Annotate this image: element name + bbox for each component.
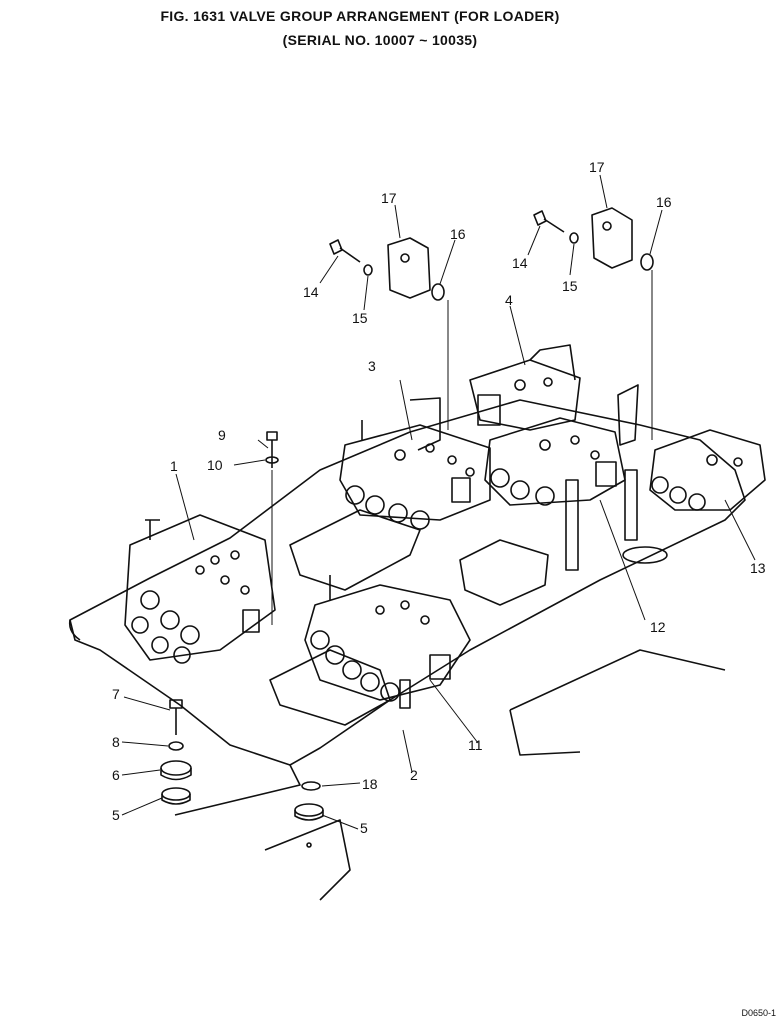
callout-16b: 16: [656, 194, 672, 210]
control-valve-1: [124, 514, 276, 664]
figure-subtitle: (SERIAL NO. 10007 ~ 10035): [282, 32, 478, 48]
callout-15b: 15: [562, 278, 578, 294]
bolt-14-left: [329, 239, 361, 263]
plate-cutout: [269, 649, 391, 726]
drawing-code: D0650-1: [741, 1008, 776, 1018]
callout-11: 11: [468, 737, 483, 753]
callout-3: 3: [368, 358, 376, 374]
callout-8: 8: [112, 734, 120, 750]
callout-5b: 5: [360, 820, 368, 836]
rubber-mount-6: [160, 760, 192, 781]
bolt-7: [169, 699, 183, 735]
figure-title: FIG. 1631 VALVE GROUP ARRANGEMENT (FOR L…: [160, 8, 560, 24]
plate-cutout: [459, 539, 549, 606]
callout-17b: 17: [589, 159, 605, 175]
washer-15-left: [363, 264, 373, 276]
control-valve-11: [304, 575, 471, 709]
rubber-mount-5: [161, 787, 191, 805]
callout-6: 6: [112, 767, 120, 783]
base-plate: [69, 399, 746, 766]
callout-1: 1: [170, 458, 178, 474]
callout-13: 13: [750, 560, 766, 576]
callout-17a: 17: [381, 190, 397, 206]
o-ring-18: [301, 781, 321, 791]
washer-8: [168, 741, 184, 751]
o-ring-16-right: [640, 253, 654, 271]
washer-15-right: [569, 232, 579, 244]
o-ring-16-left: [431, 283, 445, 301]
callout-16a: 16: [450, 226, 466, 242]
plate-cutout: [289, 509, 421, 591]
callout-5a: 5: [112, 807, 120, 823]
control-valve-3: [339, 420, 491, 530]
flange-17-left: [387, 237, 431, 299]
callout-14b: 14: [512, 255, 528, 271]
control-valve-4: [409, 344, 639, 451]
flange-17-right: [591, 207, 633, 269]
callout-10: 10: [207, 457, 223, 473]
control-valve-13: [649, 429, 766, 511]
callout-12: 12: [650, 619, 666, 635]
callout-15a: 15: [352, 310, 368, 326]
callout-14a: 14: [303, 284, 319, 300]
washer-10: [265, 456, 279, 464]
callout-4: 4: [505, 292, 513, 308]
callout-7: 7: [112, 686, 120, 702]
callout-2: 2: [410, 767, 418, 783]
control-valve-12: [484, 417, 638, 571]
rubber-mount-5b: [294, 803, 324, 821]
callout-18: 18: [362, 776, 378, 792]
bolt-14-right: [533, 210, 565, 233]
callout-9: 9: [218, 427, 226, 443]
